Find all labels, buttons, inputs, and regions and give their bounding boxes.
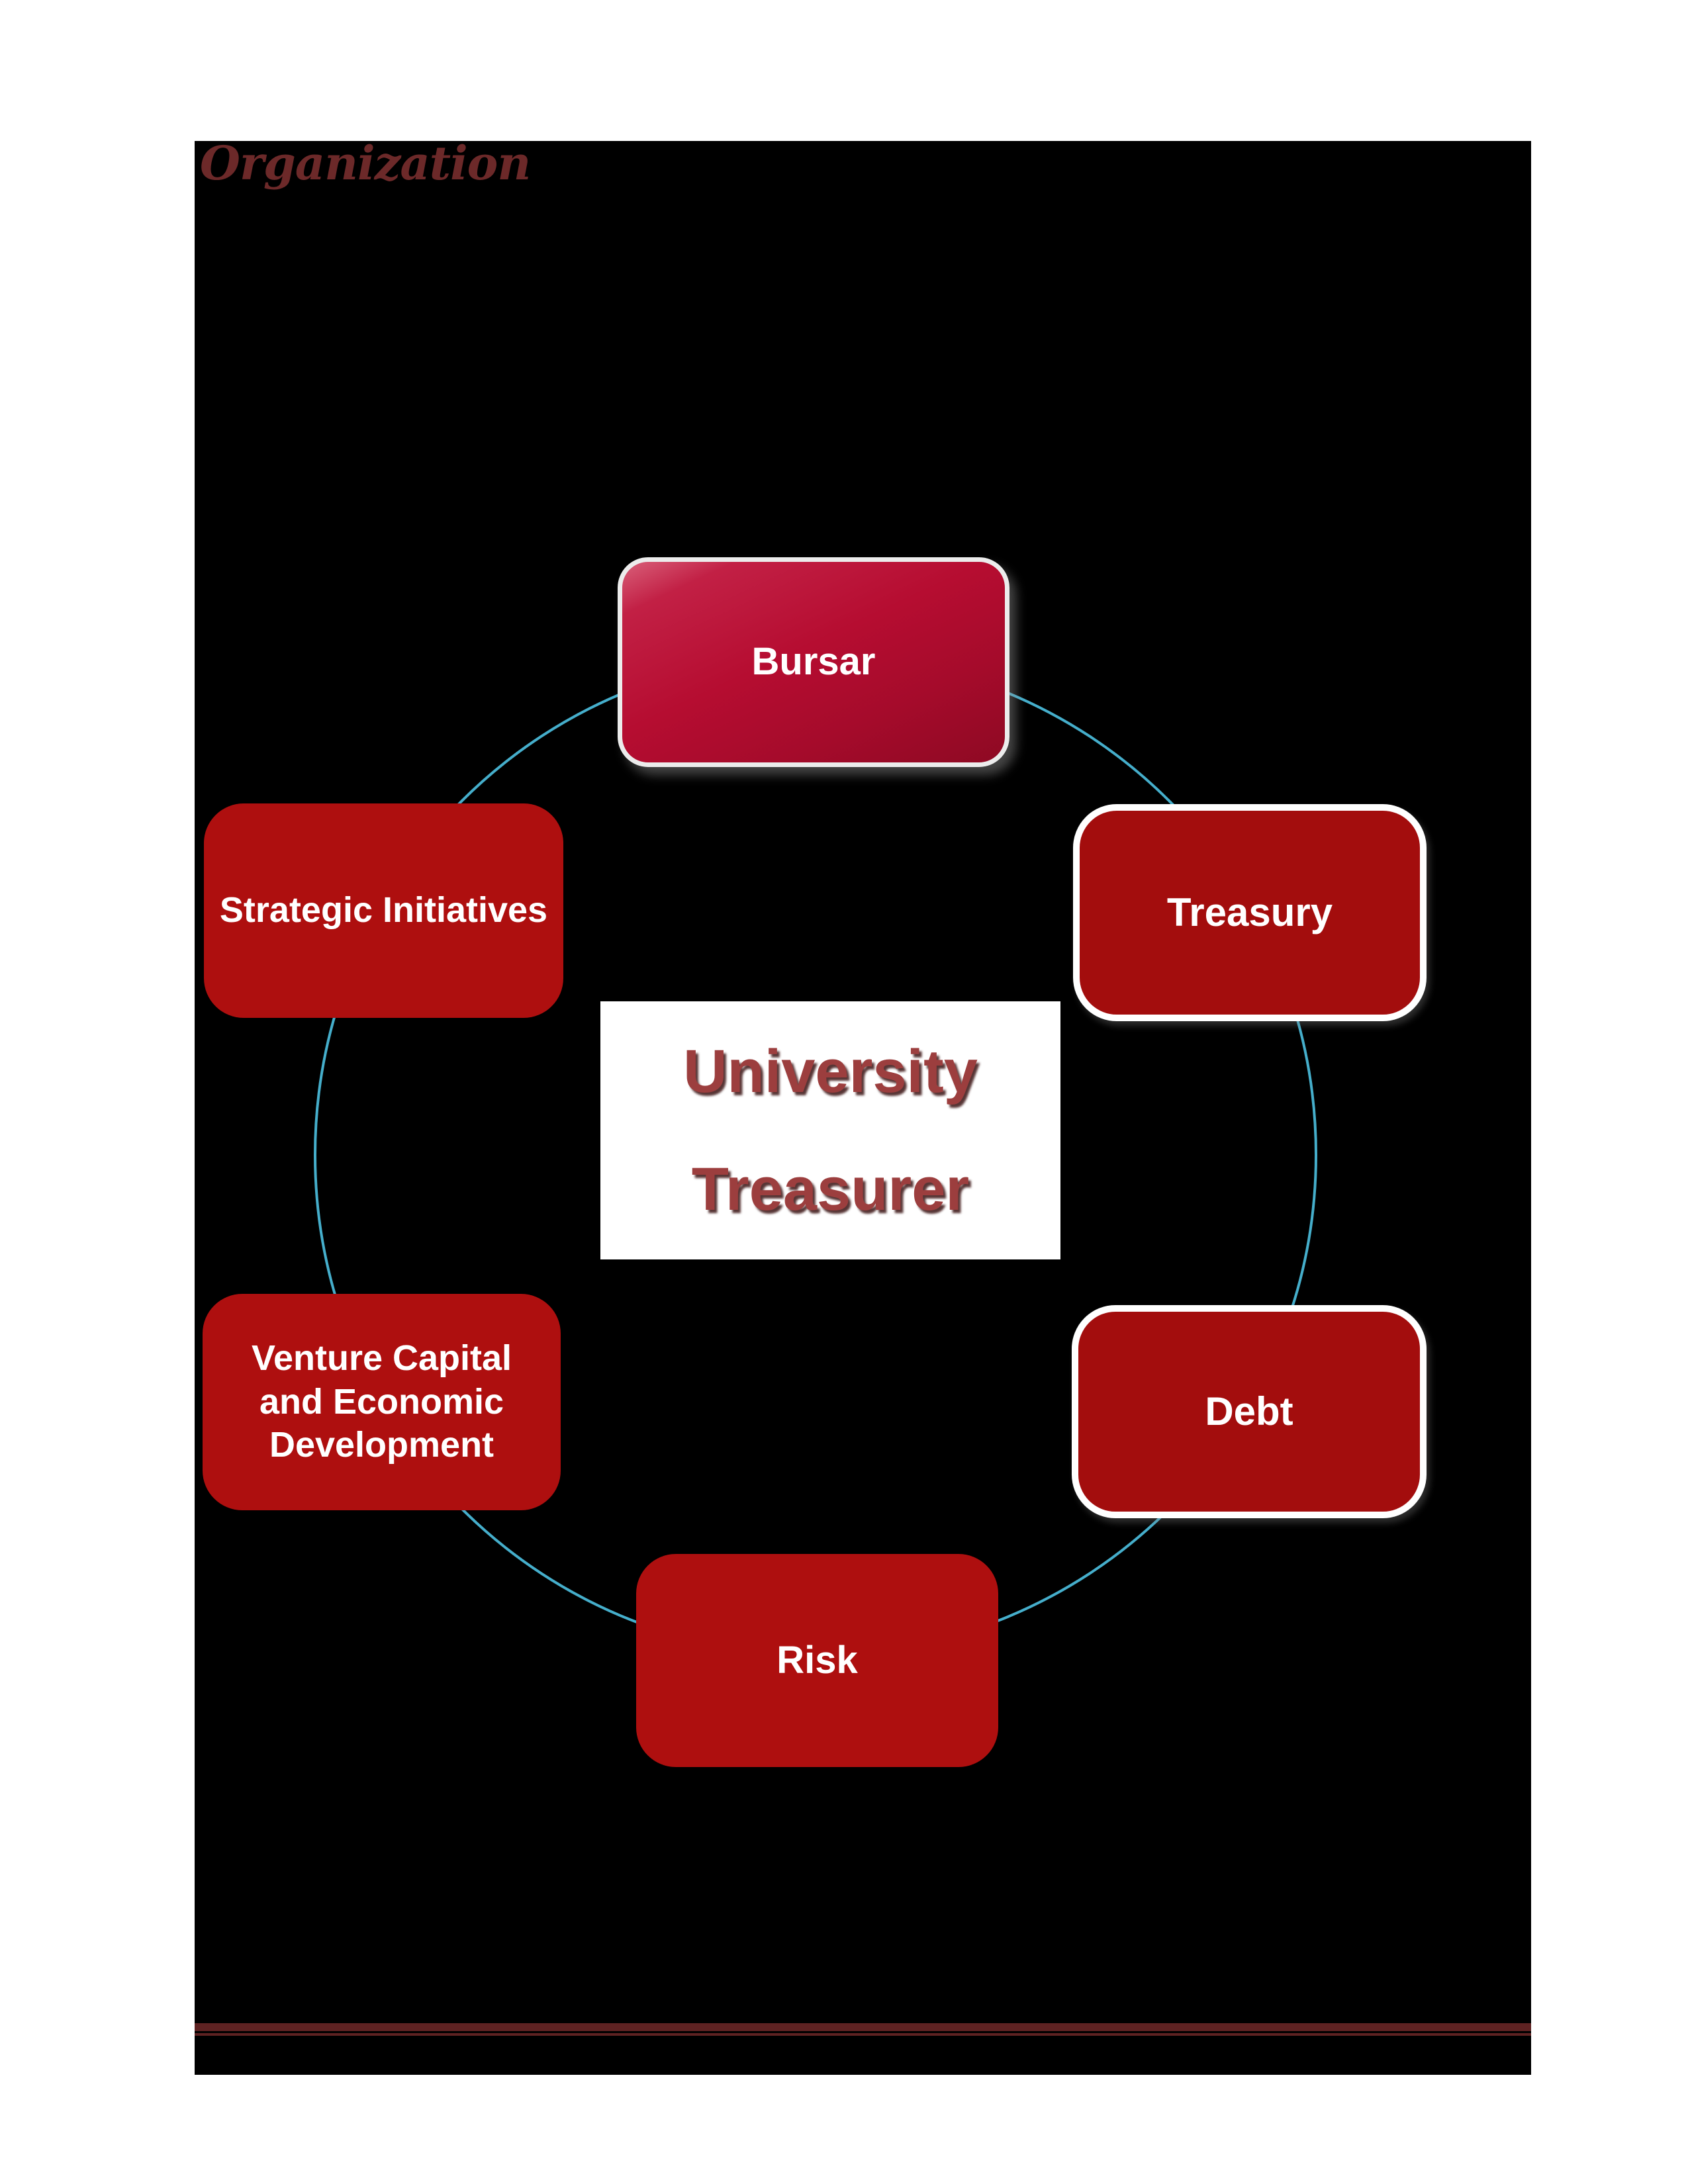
center-box-university-treasurer: University Treasurer bbox=[600, 1001, 1060, 1259]
center-title-line1: University bbox=[683, 1038, 978, 1105]
node-venture-capital-label: Venture Capital and Economic Development bbox=[251, 1338, 512, 1465]
page-title: Organization bbox=[200, 136, 531, 191]
node-debt: Debt bbox=[1072, 1305, 1427, 1518]
center-title-line2: Treasurer bbox=[691, 1156, 970, 1223]
node-bursar: Bursar bbox=[618, 557, 1009, 767]
node-risk: Risk bbox=[636, 1554, 998, 1767]
node-strategic-initiatives-label: Strategic Initiatives bbox=[219, 890, 548, 931]
node-treasury-label: Treasury bbox=[1166, 890, 1333, 935]
node-treasury: Treasury bbox=[1073, 804, 1427, 1021]
node-strategic-initiatives: Strategic Initiatives bbox=[204, 803, 563, 1018]
node-bursar-label: Bursar bbox=[751, 640, 876, 684]
footer-rule-thick bbox=[195, 2023, 1531, 2031]
node-venture-capital: Venture Capital and Economic Development bbox=[203, 1294, 561, 1510]
node-debt-label: Debt bbox=[1205, 1389, 1293, 1434]
node-risk-label: Risk bbox=[776, 1638, 858, 1682]
footer-rule-thin bbox=[195, 2033, 1531, 2036]
